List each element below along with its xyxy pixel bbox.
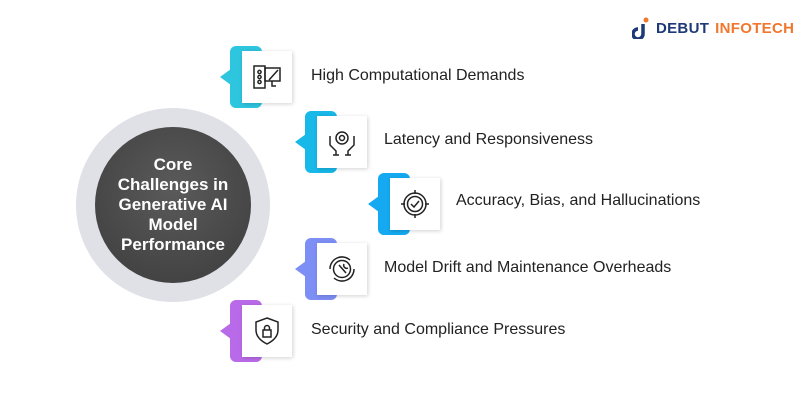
challenge-item-4: [295, 238, 369, 300]
challenge-label-3: Accuracy, Bias, and Hallucinations: [456, 192, 701, 209]
challenge-item-3: [368, 173, 442, 235]
challenge-item-1: [220, 46, 294, 108]
item-pointer: [295, 261, 306, 277]
hands-gear-icon: [329, 131, 355, 156]
center-title: Core Challenges in Generative AI Model P…: [117, 155, 229, 254]
gear-wrench-icon: [329, 256, 355, 282]
item-pointer: [220, 323, 231, 339]
challenge-item-5: [220, 300, 294, 362]
challenge-label-2: Latency and Responsiveness: [384, 131, 594, 148]
item-pointer: [220, 69, 231, 85]
challenge-label-5: Security and Compliance Pressures: [311, 321, 566, 338]
logo-mark-icon: [632, 17, 649, 39]
target-check-icon: [401, 190, 429, 218]
icon-box: [242, 305, 292, 357]
icon-box: [390, 178, 440, 230]
item-pointer: [368, 196, 379, 212]
item-pointer: [295, 134, 306, 150]
icon-box: [242, 51, 292, 103]
icon-box: [317, 116, 367, 168]
logo-text-debut: DEBUT: [656, 19, 710, 37]
challenge-item-2: [295, 111, 369, 173]
challenge-label-4: Model Drift and Maintenance Overheads: [384, 259, 672, 276]
debut-infotech-logo: DEBUT INFOTECH: [632, 17, 794, 39]
center-circle: Core Challenges in Generative AI Model P…: [95, 127, 251, 283]
challenge-label-1: High Computational Demands: [311, 67, 525, 84]
computer-icon: [253, 65, 281, 89]
icon-box: [317, 243, 367, 295]
logo-text-infotech: INFOTECH: [715, 19, 794, 37]
shield-lock-icon: [255, 317, 279, 345]
